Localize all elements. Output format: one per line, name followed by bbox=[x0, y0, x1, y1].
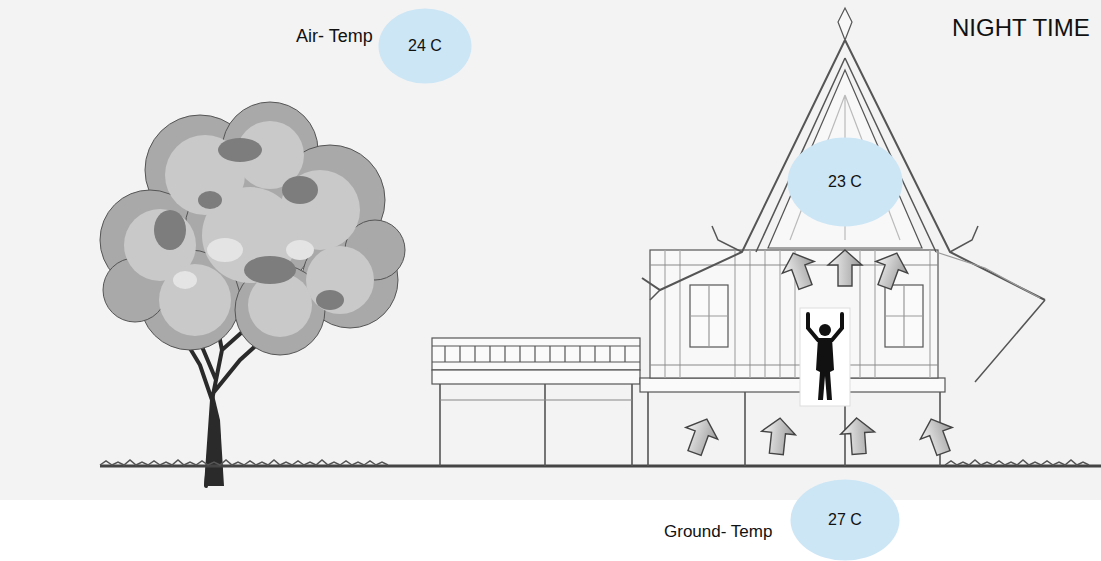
temperature-bubble: 27 C bbox=[790, 479, 900, 561]
temperature-label: Air- Temp bbox=[296, 26, 373, 47]
temperature-bubble: 23 C bbox=[787, 137, 903, 227]
bubble-ellipse bbox=[791, 480, 900, 561]
temperature-bubble: 24 C bbox=[378, 8, 472, 84]
tree bbox=[100, 102, 405, 486]
temperature-value: 24 C bbox=[408, 37, 442, 55]
temperature-value: 27 C bbox=[828, 511, 862, 529]
bubble-ellipse bbox=[788, 138, 903, 227]
temperature-value: 23 C bbox=[828, 173, 862, 191]
person-silhouette bbox=[800, 308, 850, 406]
heat-flow-arrows bbox=[679, 247, 960, 458]
temperature-label: Ground- Temp bbox=[664, 522, 772, 542]
ground-line bbox=[100, 460, 1101, 466]
diagram-title: NIGHT TIME bbox=[952, 14, 1090, 42]
background bbox=[0, 0, 1101, 500]
thai-house bbox=[432, 8, 1045, 466]
bubble-ellipse bbox=[379, 9, 472, 84]
